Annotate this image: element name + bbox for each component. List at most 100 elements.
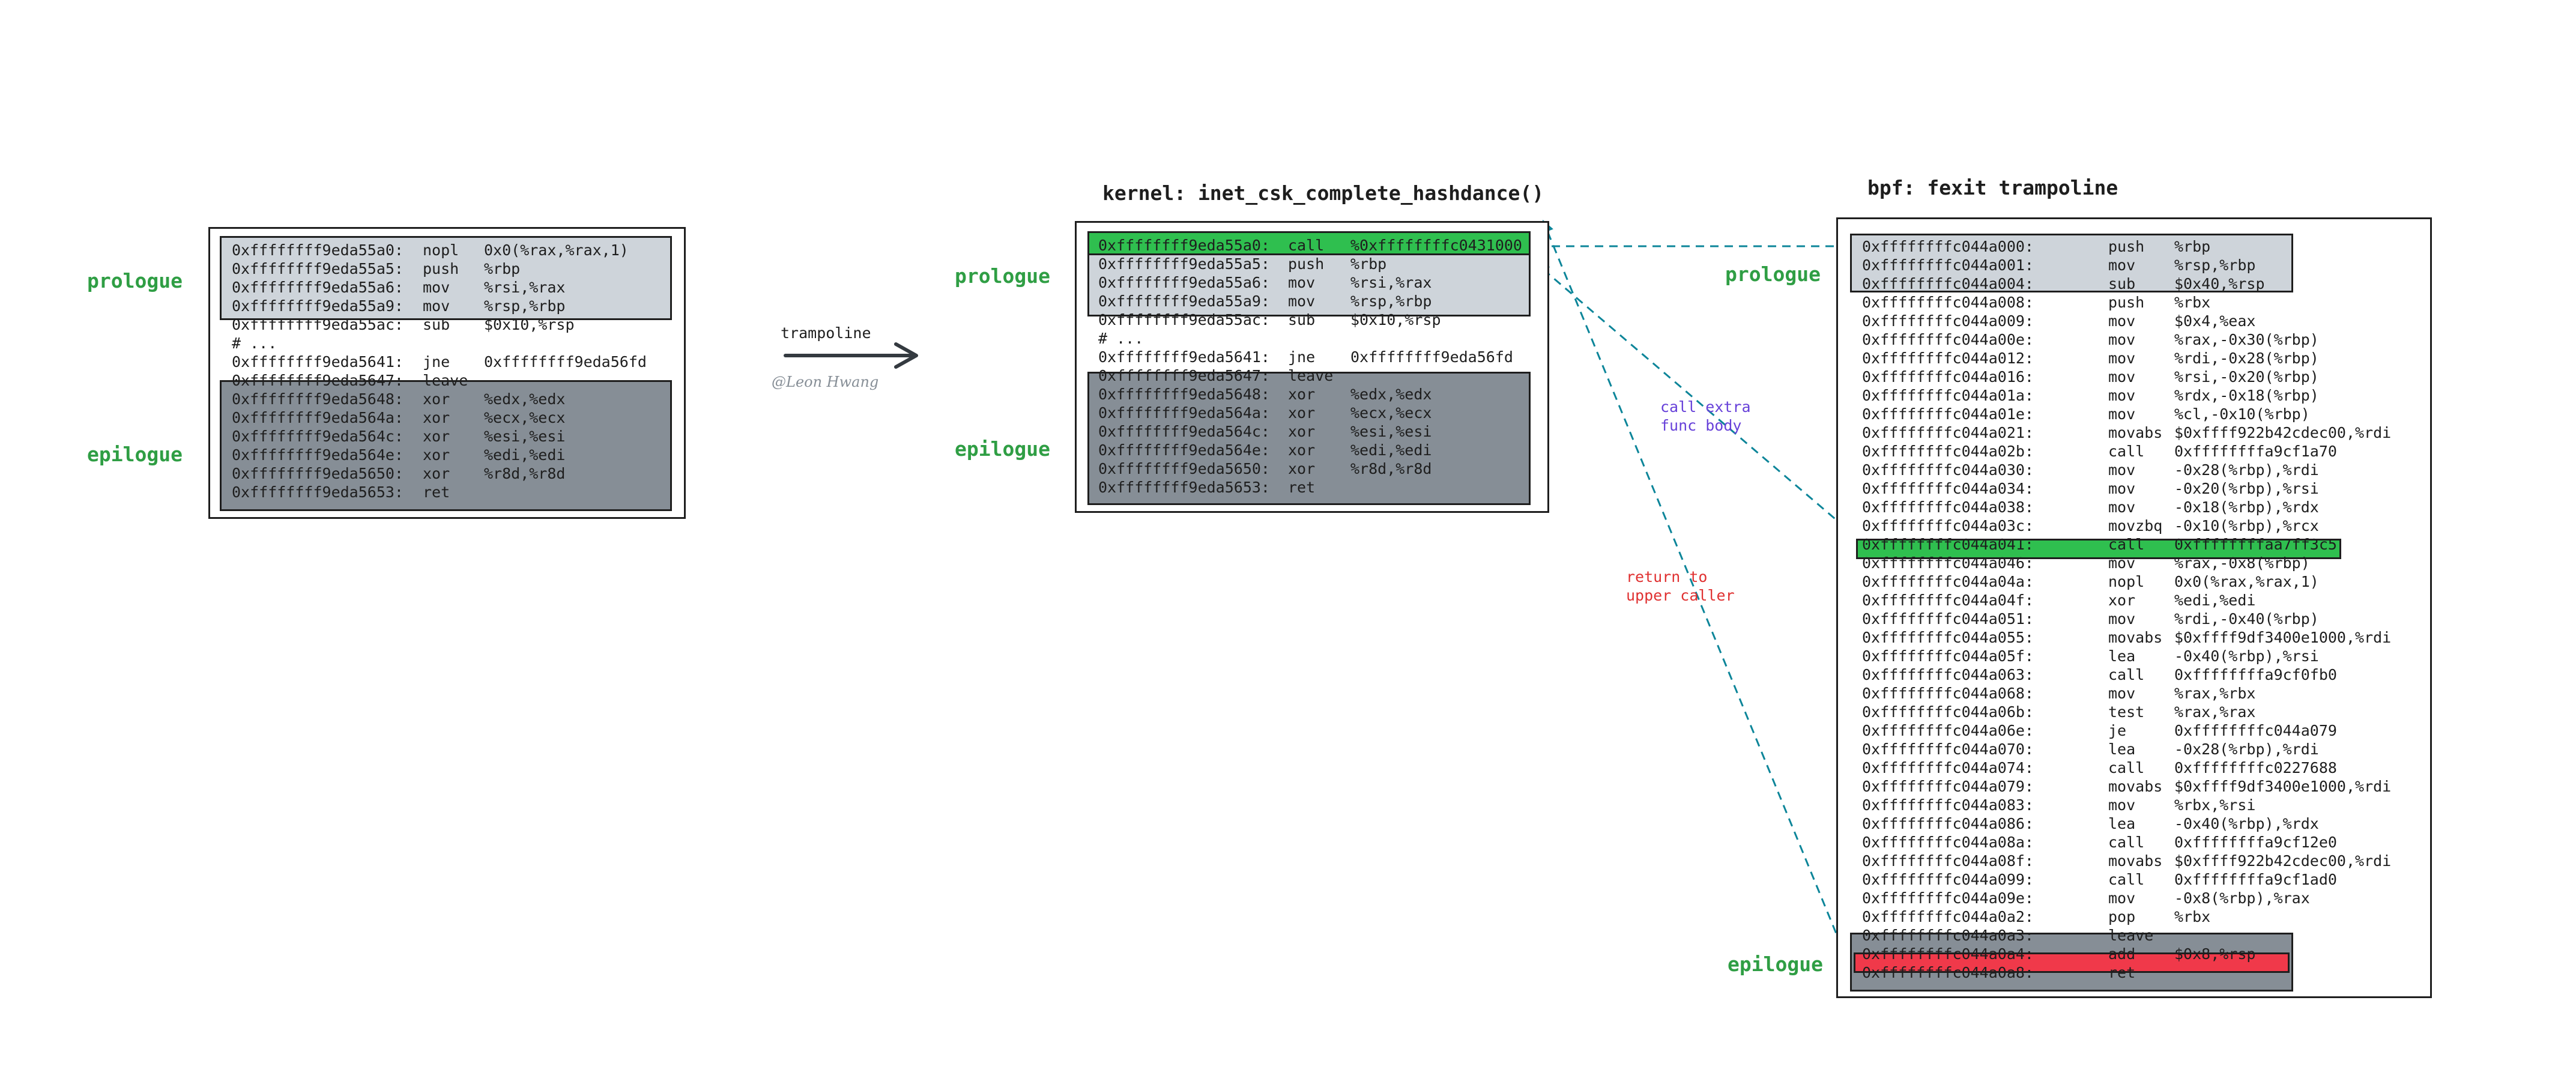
asm-mnemonic: mov bbox=[2108, 350, 2136, 367]
asm-mnemonic: movabs bbox=[2108, 629, 2163, 646]
asm-operands: 0xffffffffc0227688 bbox=[2174, 759, 2337, 777]
trampoline-label: trampoline bbox=[781, 324, 871, 342]
asm-address: 0xffffffff9eda55ac: bbox=[1098, 311, 1270, 329]
asm-mnemonic: mov bbox=[2108, 387, 2136, 404]
asm-address: 0xffffffffc044a041: bbox=[1862, 536, 2034, 553]
asm-operands: 0xffffffffa9cf0fb0 bbox=[2174, 666, 2337, 683]
bpf-epilogue-label: epilogue bbox=[1728, 952, 1823, 976]
author-signature: @Leon Hwang bbox=[772, 374, 879, 390]
original-epilogue-block bbox=[220, 380, 672, 511]
asm-operands: %rax,%rax bbox=[2174, 703, 2256, 721]
asm-address: 0xffffffffc044a02b: bbox=[1862, 443, 2034, 460]
asm-address: 0xffffffff9eda55a9: bbox=[1098, 292, 1270, 310]
asm-address: 0xffffffffc044a06b: bbox=[1862, 703, 2034, 721]
asm-operands: %edx,%edx bbox=[484, 390, 566, 408]
bpf-title: bpf: fexit trampoline bbox=[1867, 176, 2118, 199]
asm-address: 0xffffffff9eda5653: bbox=[232, 483, 404, 501]
asm-operands: 0xffffffff9eda56fd bbox=[1350, 348, 1513, 366]
asm-address: 0xffffffffc044a068: bbox=[1862, 685, 2034, 702]
asm-address: 0xffffffffc044a074: bbox=[1862, 759, 2034, 777]
asm-operands: %edi,%edi bbox=[1350, 441, 1432, 459]
asm-address: 0xffffffffc044a099: bbox=[1862, 871, 2034, 888]
asm-operands: %rsp,%rbp bbox=[1350, 292, 1432, 310]
asm-mnemonic: movabs bbox=[2108, 778, 2163, 795]
asm-operands: -0x28(%rbp),%rdi bbox=[2174, 461, 2319, 479]
asm-address: 0xffffffffc044a03c: bbox=[1862, 517, 2034, 534]
asm-operands: $0x8,%rsp bbox=[2174, 945, 2256, 963]
asm-address: # ... bbox=[232, 335, 277, 352]
asm-mnemonic: push bbox=[2108, 294, 2145, 311]
asm-mnemonic: sub bbox=[1288, 311, 1316, 329]
asm-mnemonic: mov bbox=[2108, 554, 2136, 572]
asm-operands: %r8d,%r8d bbox=[484, 465, 566, 482]
asm-mnemonic: xor bbox=[423, 409, 450, 426]
asm-operands: %0xffffffffc0431000 bbox=[1350, 237, 1522, 254]
asm-address: 0xffffffff9eda5648: bbox=[1098, 386, 1270, 403]
asm-mnemonic: xor bbox=[423, 465, 450, 482]
asm-operands: %rsp,%rbp bbox=[484, 297, 566, 315]
asm-mnemonic: lea bbox=[2108, 740, 2136, 758]
asm-operands: $0xffff9df3400e1000,%rdi bbox=[2174, 629, 2392, 646]
asm-address: 0xffffffff9eda55a5: bbox=[1098, 255, 1270, 273]
asm-operands: -0x10(%rbp),%rcx bbox=[2174, 517, 2319, 534]
asm-operands: %rsi,%rax bbox=[484, 279, 566, 296]
asm-address: 0xffffffffc044a083: bbox=[1862, 796, 2034, 814]
asm-operands: %edi,%edi bbox=[484, 446, 566, 464]
asm-operands: 0xffffffff9eda56fd bbox=[484, 353, 647, 371]
kernel-title: kernel: inet_csk_complete_hashdance() bbox=[1102, 181, 1544, 205]
asm-mnemonic: leave bbox=[1288, 367, 1334, 384]
asm-operands: 0xffffffffa9cf12e0 bbox=[2174, 834, 2337, 851]
asm-address: 0xffffffffc044a00e: bbox=[1862, 331, 2034, 348]
asm-mnemonic: ret bbox=[423, 483, 450, 501]
asm-address: 0xffffffffc044a021: bbox=[1862, 424, 2034, 441]
asm-operands: %rbp bbox=[2174, 238, 2211, 255]
asm-operands: %rsp,%rbp bbox=[2174, 256, 2256, 274]
asm-mnemonic: lea bbox=[2108, 815, 2136, 832]
asm-address: 0xffffffff9eda564e: bbox=[232, 446, 404, 464]
asm-mnemonic: xor bbox=[423, 446, 450, 464]
asm-mnemonic: mov bbox=[1288, 292, 1316, 310]
asm-mnemonic: xor bbox=[423, 390, 450, 408]
asm-address: 0xffffffffc044a034: bbox=[1862, 480, 2034, 497]
asm-address: 0xffffffffc044a05f: bbox=[1862, 647, 2034, 665]
asm-operands: -0x40(%rbp),%rdx bbox=[2174, 815, 2319, 832]
asm-address: 0xffffffffc044a0a2: bbox=[1862, 908, 2034, 925]
asm-address: 0xffffffff9eda55a9: bbox=[232, 297, 404, 315]
asm-mnemonic: xor bbox=[2108, 592, 2136, 609]
asm-address: 0xffffffffc044a0a3: bbox=[1862, 927, 2034, 944]
asm-mnemonic: xor bbox=[1288, 441, 1316, 459]
asm-mnemonic: leave bbox=[423, 372, 468, 389]
asm-address: 0xffffffff9eda5650: bbox=[232, 465, 404, 482]
asm-address: 0xffffffffc044a051: bbox=[1862, 610, 2034, 628]
asm-address: 0xffffffff9eda55a5: bbox=[232, 260, 404, 277]
asm-mnemonic: call bbox=[2108, 834, 2145, 851]
asm-address: 0xffffffffc044a008: bbox=[1862, 294, 2034, 311]
kernel-epilogue-block bbox=[1087, 372, 1531, 505]
bpf-add-rsp-highlight bbox=[1854, 952, 2290, 973]
asm-mnemonic: mov bbox=[423, 279, 450, 296]
asm-operands: %rbx bbox=[2174, 294, 2211, 311]
asm-mnemonic: mov bbox=[2108, 312, 2136, 330]
asm-address: 0xffffffff9eda5641: bbox=[232, 353, 404, 371]
asm-mnemonic: ret bbox=[1288, 479, 1316, 496]
asm-mnemonic: mov bbox=[423, 297, 450, 315]
asm-address: 0xffffffff9eda55ac: bbox=[232, 316, 404, 333]
bpf-prologue-block bbox=[1850, 234, 2293, 292]
asm-address: 0xffffffffc044a070: bbox=[1862, 740, 2034, 758]
asm-address: 0xffffffff9eda564c: bbox=[232, 428, 404, 445]
asm-operands: 0xffffffffaa7ff3c5 bbox=[2174, 536, 2337, 553]
asm-address: 0xffffffffc044a001: bbox=[1862, 256, 2034, 274]
asm-address: 0xffffffff9eda55a6: bbox=[1098, 274, 1270, 291]
asm-address: 0xffffffff9eda5653: bbox=[1098, 479, 1270, 496]
asm-mnemonic: ret bbox=[2108, 964, 2136, 981]
asm-address: 0xffffffff9eda564a: bbox=[232, 409, 404, 426]
asm-address: 0xffffffffc044a0a8: bbox=[1862, 964, 2034, 981]
asm-address: 0xffffffffc044a000: bbox=[1862, 238, 2034, 255]
asm-operands: $0x10,%rsp bbox=[1350, 311, 1441, 329]
asm-address: 0xffffffff9eda5647: bbox=[232, 372, 404, 389]
asm-operands: $0x4,%eax bbox=[2174, 312, 2256, 330]
asm-mnemonic: mov bbox=[2108, 256, 2136, 274]
asm-operands: %rbx bbox=[2174, 908, 2211, 925]
asm-operands: %rax,-0x30(%rbp) bbox=[2174, 331, 2319, 348]
